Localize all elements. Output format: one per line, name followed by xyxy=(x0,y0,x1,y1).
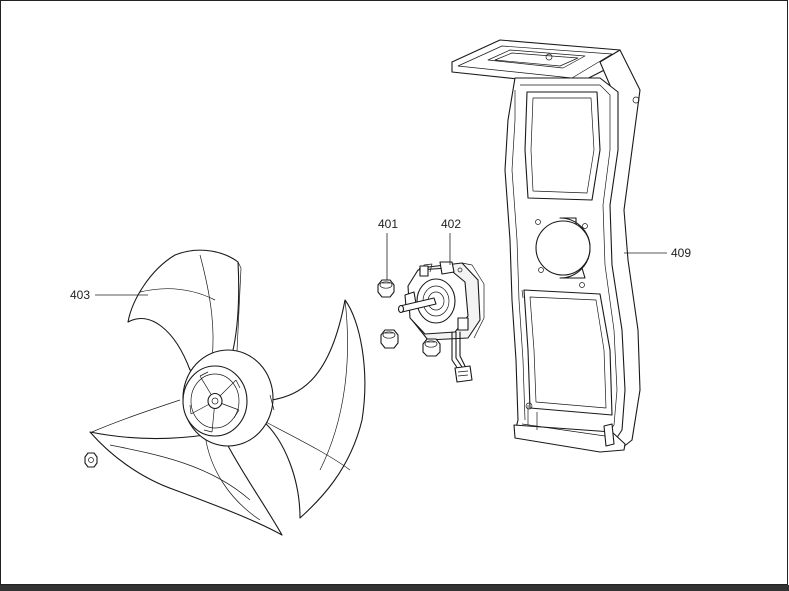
nut-left xyxy=(380,329,399,349)
nut-top xyxy=(377,279,395,298)
callout-label-402: 402 xyxy=(441,217,461,231)
callout-label-401: 401 xyxy=(378,217,398,231)
fan-blade xyxy=(89,249,366,536)
nut-right xyxy=(422,338,441,357)
fan-motor xyxy=(397,261,485,383)
callout-403: 403 xyxy=(70,288,148,302)
bottom-bar xyxy=(0,585,789,591)
callout-label-403: 403 xyxy=(70,288,90,302)
hub-nut xyxy=(84,452,98,468)
callout-label-409: 409 xyxy=(671,246,691,260)
callout-402: 402 xyxy=(441,217,461,265)
callout-401: 401 xyxy=(378,217,398,280)
motor-bracket xyxy=(451,39,641,453)
callout-409: 409 xyxy=(624,246,691,260)
